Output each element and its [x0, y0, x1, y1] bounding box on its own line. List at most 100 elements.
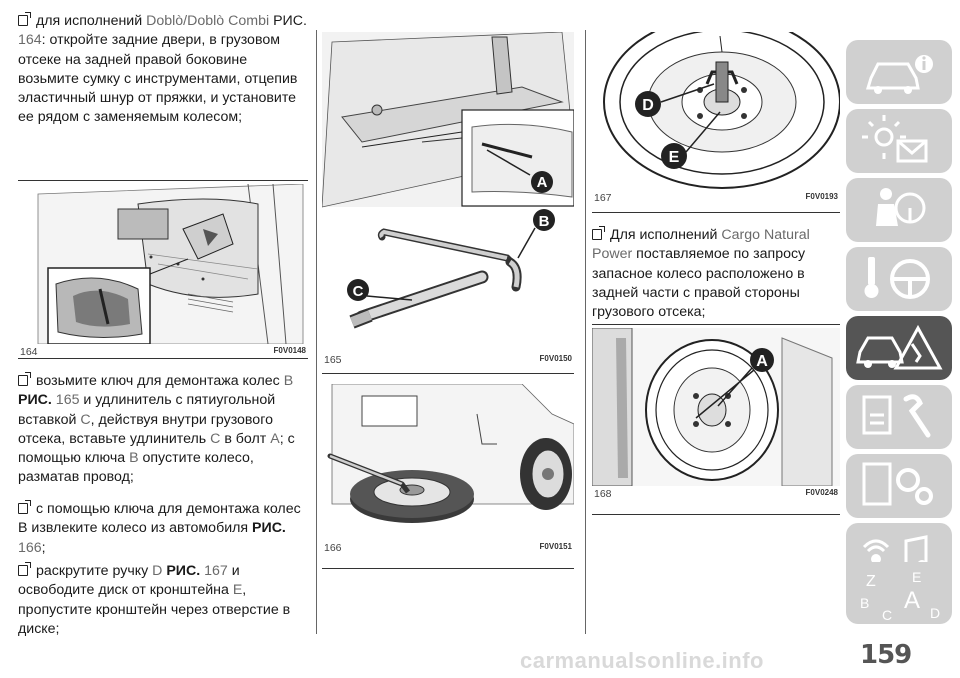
text: с помощью ключа для демонтажа колес В из… — [18, 501, 301, 537]
watermark: carmanualsonline.info — [520, 648, 764, 673]
key-steering-icon — [864, 257, 930, 299]
svg-text:A: A — [904, 587, 920, 614]
wrench-icon — [862, 394, 931, 438]
model-name: Doblò/Doblò Combi — [146, 13, 270, 29]
nav-tab-safety[interactable] — [846, 178, 952, 242]
paragraph-unscrew-handle: раскрутите ручку D РИС. 167 и освободите… — [18, 562, 308, 639]
ref-letter: E — [232, 582, 243, 599]
bullet-icon — [18, 562, 31, 576]
callout-E: E — [669, 149, 680, 166]
breakdown-car-icon — [856, 324, 943, 370]
model-name: Cargo Natural Power — [592, 227, 810, 263]
fig-ref: 164 — [18, 32, 42, 49]
figure-number: 166 — [324, 542, 342, 554]
ref-letter: B — [129, 450, 139, 467]
callout-D: D — [642, 97, 654, 114]
text: и освободите диск от кронштейна — [18, 563, 240, 599]
ris-label: РИС. — [269, 13, 307, 29]
figure-code: F0V0193 — [805, 192, 838, 201]
figure-caption: 168 F0V0248 — [592, 488, 840, 502]
ris-label: РИС. — [18, 392, 52, 409]
text: для исполнений — [36, 13, 147, 29]
paragraph-cargo-natural-power: Для исполнений Cargo Natural Power поста… — [592, 226, 840, 322]
figure-166: 166 F0V0151 — [322, 384, 574, 554]
ris-label: РИС. — [162, 563, 201, 579]
nav-tab-maintenance[interactable] — [846, 385, 952, 449]
figure-rule — [592, 514, 840, 515]
svg-text:E: E — [912, 569, 921, 585]
nav-tab-index[interactable]: Z E B A C D — [846, 562, 952, 624]
alphabet-index-icon: Z E B A C D — [860, 569, 940, 623]
text: и удлинитель с пятиугольной вставкой — [18, 392, 276, 428]
ref-letter: D — [152, 563, 163, 579]
figure-rule — [322, 568, 574, 569]
ref-letter: C — [210, 430, 221, 447]
nav-tab-technical-data[interactable] — [846, 454, 952, 518]
svg-text:Z: Z — [866, 573, 876, 590]
bullet-icon — [18, 500, 31, 514]
fig-ref: 166 — [18, 539, 42, 556]
nav-tab-dashboard[interactable] — [846, 109, 952, 173]
text: возьмите ключ для демонтажа колес — [36, 373, 284, 389]
text: в болт — [220, 430, 271, 447]
callout-C: C — [353, 283, 364, 300]
nav-tab-emergency[interactable] — [846, 316, 952, 380]
figure-rule — [592, 324, 840, 325]
figure-rule — [18, 180, 308, 181]
figure-caption: 167 F0V0193 — [592, 192, 840, 206]
page-number: 159 — [860, 640, 912, 670]
callout-A: A — [756, 353, 768, 370]
figure-164: 164 F0V0148 — [18, 184, 308, 358]
figure-code: F0V0248 — [805, 488, 838, 497]
figure-code: F0V0148 — [273, 346, 306, 355]
figure-number: 164 — [20, 346, 38, 358]
figure-rule — [322, 373, 574, 374]
car-info-icon — [865, 55, 933, 94]
bullet-icon — [18, 372, 31, 386]
callout-A-bg — [531, 171, 553, 193]
text: опустите колесо, разматав провод; — [18, 450, 254, 486]
figure-167: D E 167 F0V0193 — [592, 32, 840, 204]
figure-caption: 166 F0V0151 — [322, 542, 574, 556]
figure-rule — [592, 212, 840, 213]
figure-168: A 168 F0V0248 — [592, 328, 840, 500]
nav-tab-starting-driving[interactable] — [846, 247, 952, 311]
figure-caption: 165 F0V0150 — [322, 354, 574, 368]
figure-165: A B C 165 F0V0150 — [322, 32, 574, 366]
column-divider — [316, 30, 317, 634]
bullet-icon — [18, 12, 31, 26]
figure-number: 167 — [594, 192, 612, 204]
ref-letter: A — [270, 430, 280, 447]
ris-label: РИС. — [252, 520, 286, 537]
figure-rule — [18, 358, 308, 359]
wrench-extension-illustration: A B C — [322, 32, 574, 329]
spare-wheel-removal-illustration — [327, 384, 574, 523]
ref-letter: B — [283, 373, 294, 389]
paragraph-doblo-toolbag: для исполнений Doblò/Doblò Combi РИС. 16… — [18, 12, 308, 128]
figure-number: 168 — [594, 488, 612, 500]
paragraph-take-wrench: возьмите ключ для демонтажа колес B РИС.… — [18, 372, 308, 488]
figure-code: F0V0150 — [539, 354, 572, 363]
airbag-person-icon — [876, 188, 926, 226]
callout-A: A — [537, 174, 548, 191]
figure-number: 165 — [324, 354, 342, 366]
text: Для исполнений — [610, 227, 722, 243]
paragraph-remove-wheel: с помощью ключа для демонтажа колес В из… — [18, 500, 308, 558]
text: , пропустите кронштейн через отверстие в… — [18, 582, 291, 637]
svg-text:C: C — [882, 607, 892, 623]
text: : откройте задние двери, в грузовом отсе… — [18, 32, 298, 126]
text: , действуя внутри грузового отсека, вста… — [18, 411, 273, 447]
spare-wheel-handle-illustration: D E — [592, 32, 840, 190]
warning-lights-icon — [862, 115, 928, 163]
figure-code: F0V0151 — [539, 542, 572, 551]
fig-ref: 167 — [200, 563, 228, 579]
cargo-spare-wheel-illustration: A — [592, 328, 840, 486]
svg-text:B: B — [860, 595, 869, 611]
cargo-door-toolbag-illustration — [18, 184, 308, 344]
callout-B: B — [539, 213, 550, 230]
column-divider — [585, 30, 586, 634]
nav-tab-knowing-car[interactable] — [846, 40, 952, 104]
gears-icon — [862, 462, 933, 506]
text: ; — [41, 539, 46, 556]
fig-ref: 165 — [51, 392, 80, 409]
